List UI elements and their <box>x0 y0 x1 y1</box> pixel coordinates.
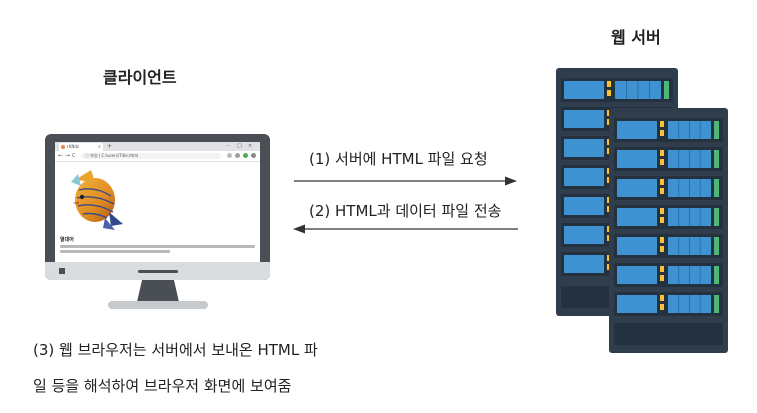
fish-illustration-icon <box>71 170 123 230</box>
server-front-led-yellow <box>660 150 664 156</box>
page-text-line <box>60 245 255 248</box>
server-front-led-green <box>714 150 719 168</box>
server-front-led-yellow <box>660 275 664 281</box>
server-front-led-yellow <box>660 179 664 185</box>
server-front-drive-bay <box>617 121 657 139</box>
caption-line-2: 일 등을 해석하여 브라우저 화면에 보여줌 <box>33 377 292 395</box>
server-back-drive-bay <box>564 110 604 128</box>
monitor-base <box>108 301 208 309</box>
server-front-led-green <box>714 121 719 139</box>
server-front-led-yellow <box>660 159 664 165</box>
browser-tabbar: rtiNdc × + – □ × <box>55 142 260 151</box>
page-heading: 열대어 <box>60 237 74 243</box>
server-back-drive-bay <box>564 168 604 186</box>
server-front-led-green <box>714 266 719 284</box>
server-back-led-yellow <box>607 90 611 96</box>
monitor-power-icon <box>59 268 65 274</box>
server-rack-icon <box>556 68 731 358</box>
arrow-left-icon <box>292 223 518 235</box>
server-front-led-yellow <box>660 121 664 127</box>
server-title: 웹 서버 <box>611 28 661 47</box>
reload-icon[interactable]: C <box>72 153 76 159</box>
page-text-line <box>60 250 170 253</box>
browser-window: rtiNdc × + – □ × ← → C ⓘ 파일 | C:/users/T… <box>55 142 260 267</box>
browser-tab[interactable]: rtiNdc × <box>59 143 103 151</box>
tab-close-icon[interactable]: × <box>97 144 101 149</box>
server-back-drive-bay <box>564 139 604 157</box>
monitor-logo-bar <box>138 270 178 273</box>
server-front-led-green <box>714 237 719 255</box>
maximize-icon[interactable]: □ <box>237 143 242 149</box>
monitor-stand <box>137 280 179 302</box>
browser-toolbar: ← → C ⓘ 파일 | C:/users/Title.html <box>55 151 260 162</box>
server-front-drive-bay <box>617 208 657 226</box>
server-front-led-green <box>714 179 719 197</box>
server-front-drive-bay <box>617 150 657 168</box>
server-front-drive-bay <box>617 295 657 313</box>
address-bar[interactable]: ⓘ 파일 | C:/users/Title.html <box>81 153 221 159</box>
arrow-right-icon <box>294 175 518 187</box>
server-back-led-green <box>664 81 669 99</box>
extension-icon[interactable] <box>227 153 232 158</box>
server-front-led-yellow <box>660 304 664 310</box>
response-label: (2) HTML과 데이터 파일 전송 <box>309 202 502 220</box>
back-icon[interactable]: ← <box>58 152 64 159</box>
forward-icon[interactable]: → <box>65 152 71 159</box>
server-front-base-panel <box>614 323 723 345</box>
server-front-drive-bay <box>617 179 657 197</box>
server-back-drive-bay <box>564 197 604 215</box>
server-front-led-yellow <box>660 237 664 243</box>
server-front-drive-bay <box>617 237 657 255</box>
server-front-led-yellow <box>660 208 664 214</box>
server-front-led-yellow <box>660 188 664 194</box>
server-back-drive-bay <box>564 226 604 244</box>
server-back-drive-bay <box>564 81 604 99</box>
server-front-drive-bay <box>617 266 657 284</box>
bookmark-icon[interactable] <box>235 153 240 158</box>
server-front-led-yellow <box>660 246 664 252</box>
server-front-led-yellow <box>660 266 664 272</box>
new-tab-icon[interactable]: + <box>107 143 113 150</box>
server-front-led-green <box>714 295 719 313</box>
request-label: (1) 서버에 HTML 파일 요청 <box>309 150 488 168</box>
tab-favicon-icon <box>61 145 65 149</box>
server-back-led-yellow <box>607 81 611 87</box>
server-front-led-yellow <box>660 295 664 301</box>
tab-title: rtiNdc <box>67 144 80 149</box>
menu-icon[interactable] <box>251 153 256 158</box>
server-front-frame <box>609 108 728 353</box>
client-title: 클라이언트 <box>103 68 177 87</box>
server-front-led-green <box>714 208 719 226</box>
close-window-icon[interactable]: × <box>248 143 253 149</box>
server-front-led-yellow <box>660 130 664 136</box>
server-back-drive-bay <box>564 255 604 273</box>
caption-line-1: (3) 웹 브라우저는 서버에서 보내온 HTML 파 <box>33 341 318 359</box>
minimize-icon[interactable]: – <box>227 143 230 149</box>
profile-icon[interactable] <box>243 153 248 158</box>
server-front-led-yellow <box>660 217 664 223</box>
